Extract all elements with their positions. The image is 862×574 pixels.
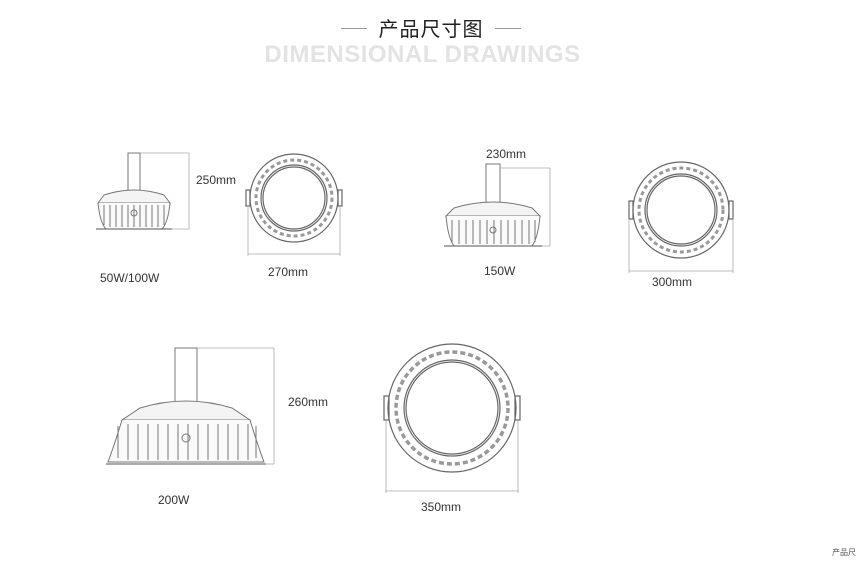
model-label-50w: 50W/100W bbox=[100, 271, 160, 285]
height-label-200w: 260mm bbox=[288, 395, 329, 409]
corner-caption: 产品尺 bbox=[832, 548, 856, 557]
width-label-150w: 300mm bbox=[652, 275, 693, 289]
title-right-rule bbox=[495, 28, 521, 29]
lamp-side-view-50w bbox=[96, 152, 190, 230]
width-label-50w: 270mm bbox=[268, 265, 309, 279]
height-label-150w: 230mm bbox=[486, 147, 527, 161]
section-header: 产品尺寸图 bbox=[0, 8, 862, 41]
lamp-side-view-200w bbox=[106, 347, 275, 465]
model-label-150w: 150W bbox=[484, 264, 516, 278]
model-label-200w: 200W bbox=[158, 493, 190, 507]
lamp-front-view-50w bbox=[245, 153, 343, 256]
lamp-front-view-200w bbox=[383, 343, 521, 493]
height-label-50w: 250mm bbox=[196, 173, 237, 187]
lamp-side-view-150w bbox=[444, 163, 551, 247]
lamp-front-view-150w bbox=[628, 161, 734, 273]
title-left-rule bbox=[341, 28, 367, 29]
page-title: 产品尺寸图 bbox=[378, 17, 484, 41]
width-label-200w: 350mm bbox=[421, 500, 462, 514]
page-subtitle: DIMENSIONAL DRAWINGS bbox=[264, 41, 581, 68]
